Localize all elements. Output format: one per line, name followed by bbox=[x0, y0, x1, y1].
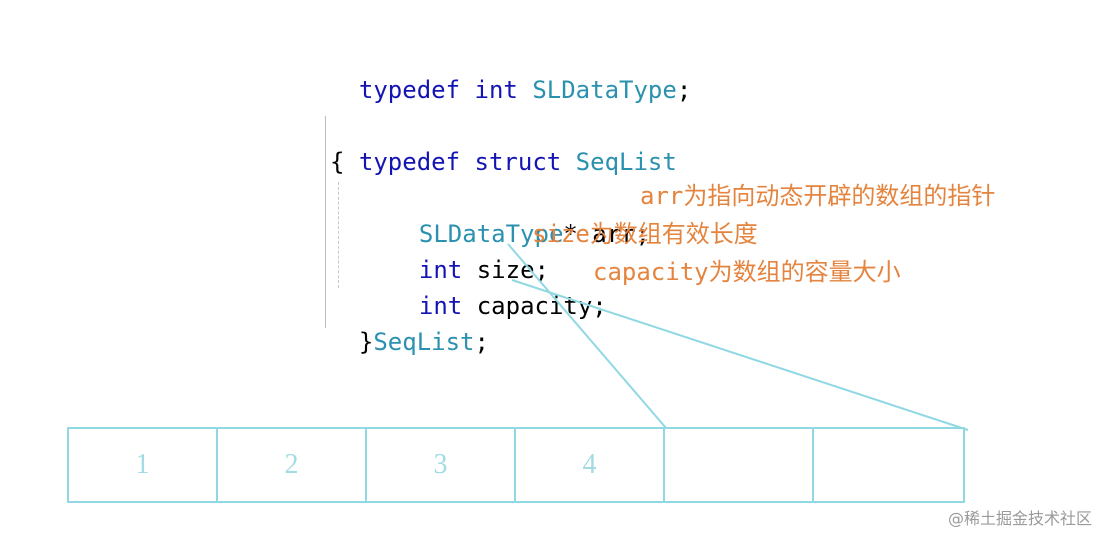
struct-name: SeqList bbox=[373, 328, 475, 356]
close-brace: } bbox=[358, 328, 374, 356]
indent-guide bbox=[338, 182, 339, 288]
array-cell-empty bbox=[814, 429, 963, 501]
array-cell: 2 bbox=[218, 429, 367, 501]
field-capacity: int capacity; bbox=[390, 252, 607, 324]
semicolon: ; bbox=[474, 328, 489, 356]
keyword: int bbox=[418, 292, 463, 320]
array-cell: 3 bbox=[367, 429, 516, 501]
type-name: SLDataType bbox=[418, 220, 564, 248]
watermark: @稀土掘金技术社区 bbox=[947, 509, 1092, 528]
size-connector-line bbox=[507, 243, 667, 429]
keyword: int bbox=[474, 76, 518, 104]
struct-name: SeqList bbox=[575, 148, 677, 176]
semicolon: ; bbox=[676, 76, 692, 104]
field-decl: * arr; bbox=[563, 220, 651, 248]
text-cursor bbox=[325, 116, 326, 328]
capacity-connector-line bbox=[511, 279, 969, 431]
field-decl: capacity; bbox=[462, 292, 607, 320]
array-cell: 1 bbox=[69, 429, 218, 501]
annotation-capacity: capacity为数组的容量大小 bbox=[593, 258, 901, 286]
keyword: int bbox=[418, 256, 463, 284]
array-cells: 1 2 3 4 bbox=[67, 427, 965, 503]
annotation-size: size为数组有效长度 bbox=[532, 220, 758, 248]
code-line-typedef-struct: typedef struct SeqList bbox=[330, 108, 677, 180]
code-line-close: }SeqList; bbox=[330, 288, 489, 360]
array-cell-empty bbox=[665, 429, 814, 501]
open-brace: { bbox=[330, 148, 345, 176]
keyword: struct bbox=[474, 148, 562, 176]
code-line-typedef-int: typedef int SLDataType; bbox=[330, 36, 691, 108]
type-name: SLDataType bbox=[532, 76, 677, 104]
field-arr: SLDataType* arr; bbox=[390, 180, 650, 252]
keyword: typedef bbox=[358, 76, 461, 104]
array-cell: 4 bbox=[516, 429, 665, 501]
annotation-arr: arr为指向动态开辟的数组的指针 bbox=[640, 182, 996, 210]
keyword: typedef bbox=[358, 148, 461, 176]
